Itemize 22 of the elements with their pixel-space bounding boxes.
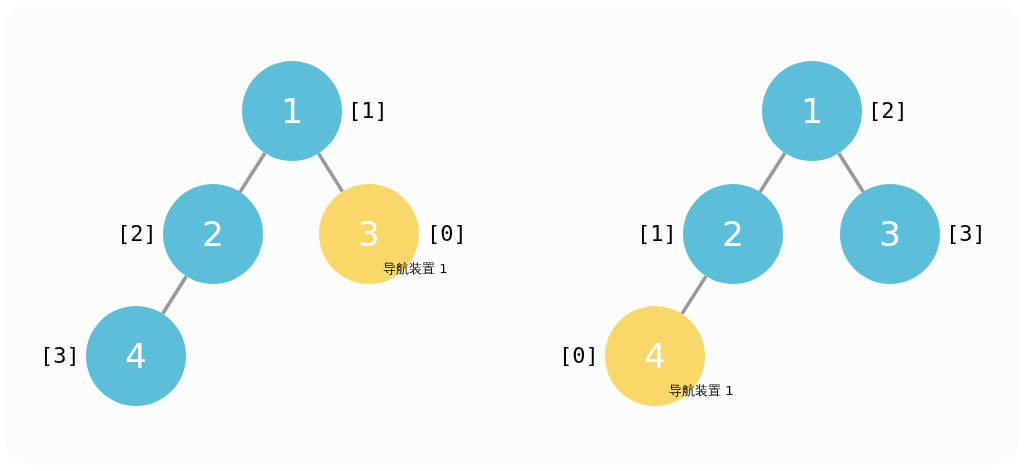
- index-label: [1]: [348, 100, 388, 122]
- connector-line: [837, 152, 865, 193]
- index-label: [0]: [559, 345, 599, 367]
- node-number: 2: [202, 217, 224, 251]
- node-number: 4: [125, 339, 147, 373]
- node-number: 2: [722, 217, 744, 251]
- node-number: 3: [879, 217, 901, 251]
- node-number: 3: [358, 217, 380, 251]
- index-label: [2]: [868, 100, 908, 122]
- node-number: 1: [801, 94, 823, 128]
- connector-line: [758, 152, 787, 193]
- index-label: [3]: [946, 223, 986, 245]
- connector-line: [317, 152, 344, 193]
- index-label: [2]: [117, 223, 157, 245]
- connector-line: [238, 152, 267, 193]
- index-label: [1]: [637, 223, 677, 245]
- node-number: 1: [281, 94, 303, 128]
- index-label: [0]: [427, 223, 467, 245]
- node-number: 4: [644, 339, 666, 373]
- index-label: [3]: [40, 345, 80, 367]
- connector-line: [161, 275, 188, 315]
- connector-line: [680, 275, 708, 315]
